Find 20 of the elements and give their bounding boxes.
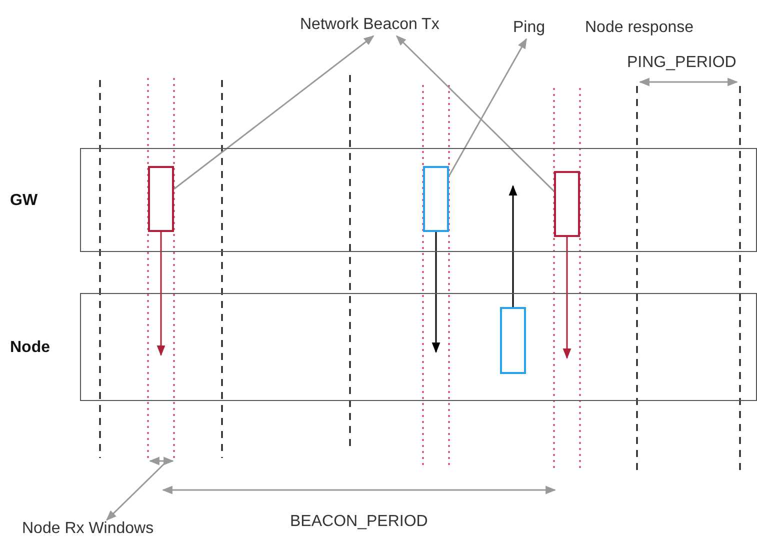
arrow (508, 184, 518, 307)
packet-box (554, 171, 580, 237)
callout-text: Network Beacon Tx (300, 16, 473, 36)
arrow (562, 237, 572, 360)
dimension-label: BEACON_PERIOD (290, 513, 428, 531)
arrow (156, 232, 166, 356)
leader-line (448, 38, 527, 176)
leader-line (106, 462, 166, 521)
leader-line (174, 35, 374, 190)
arrow (432, 232, 440, 354)
callout-text: Node Rx Windows (22, 520, 172, 539)
dimension-label: PING_PERIOD (627, 54, 736, 72)
callout-text: Node response (585, 19, 694, 37)
lane-label: GW (10, 192, 38, 210)
callout-text: Ping (513, 19, 551, 39)
lane-label: Node (10, 339, 50, 357)
packet-box (423, 166, 449, 232)
packet-box (500, 307, 526, 374)
packet-box (148, 166, 174, 232)
leader-line (396, 35, 555, 192)
